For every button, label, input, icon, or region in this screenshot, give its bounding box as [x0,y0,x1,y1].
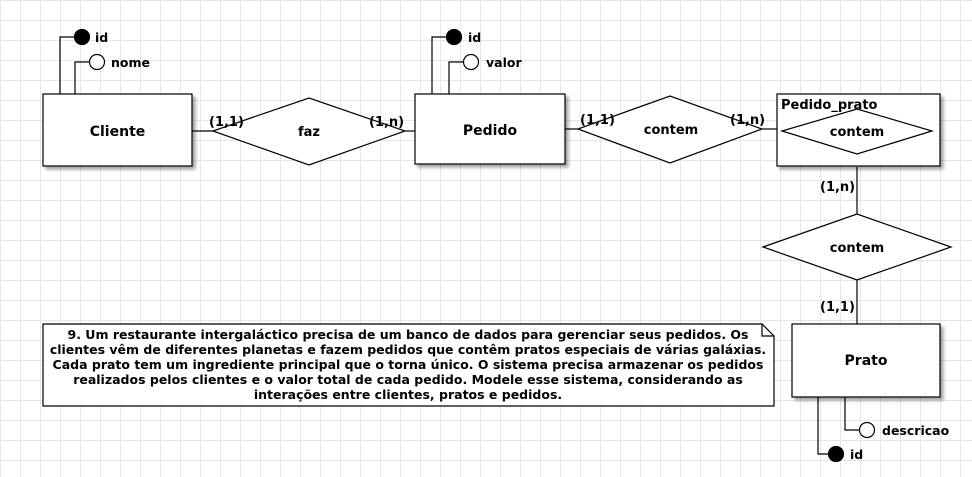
connector-lines [59,36,860,455]
note-line: clientes vêm de diferentes planetas e fa… [50,342,766,357]
attribute-cliente-nome-label: nome [111,55,150,70]
attribute-cliente-id-label: id [95,30,108,45]
entity-pedido-label: Pedido [463,123,518,139]
note-line: realizados pelos clientes e o valor tota… [73,372,743,387]
attribute-icon [462,53,480,71]
attribute-pedido-id[interactable]: id [445,28,482,46]
relationship-contem-associative[interactable]: contem [779,108,935,155]
attribute-icon [88,53,106,71]
attribute-prato-descricao-label: descricao [882,423,950,438]
attribute-pedido-valor[interactable]: valor [462,53,523,71]
attribute-pedido-valor-label: valor [486,55,522,70]
attribute-prato-descricao[interactable]: descricao [858,421,950,439]
relationship-faz[interactable]: faz [211,97,407,166]
entity-prato[interactable]: Prato [791,323,941,398]
relationship-contem-pedido-label: contem [644,123,698,138]
entity-pedido-prato-label: Pedido_prato [781,98,878,113]
attribute-icon [858,421,876,439]
entity-prato-label: Prato [845,353,888,369]
attribute-prato-id-label: id [850,447,863,462]
attribute-pedido-id-label: id [468,30,481,45]
key-attribute-icon [827,445,845,463]
note-fold-icon [761,324,774,337]
attribute-cliente-nome[interactable]: nome [88,53,151,71]
attribute-prato-id[interactable]: id [827,445,864,463]
cardinality-pedido-prato-contem: (1,n) [820,180,855,195]
relationship-contem-prato[interactable]: contem [761,213,953,281]
note-line: Cada prato tem um ingrediente principal … [53,357,764,372]
relationship-faz-label: faz [298,125,320,140]
relationship-contem-prato-label: contem [830,241,884,256]
entity-cliente[interactable]: Cliente [42,93,193,167]
relationship-contem-pedido[interactable]: contem [576,95,764,164]
cardinality-cliente-faz: (1,1) [209,115,244,130]
cardinality-faz-pedido: (1,n) [369,115,404,130]
cardinality-contem-pedido-prato: (1,n) [730,113,765,128]
attribute-cliente-id[interactable]: id [73,28,109,46]
cardinality-pedido-contem: (1,1) [580,113,615,128]
note-line: 9. Um restaurante intergaláctico precisa… [68,327,749,342]
key-attribute-icon [445,28,463,46]
key-attribute-icon [73,28,91,46]
relationship-contem-associative-label: contem [830,125,884,140]
note[interactable]: 9. Um restaurante intergaláctico precisa… [42,323,775,407]
note-line: interações entre clientes, pratos e pedi… [254,387,562,402]
cardinality-contem-prato: (1,1) [820,300,855,315]
entity-cliente-label: Cliente [90,124,146,140]
entity-pedido[interactable]: Pedido [414,93,566,165]
